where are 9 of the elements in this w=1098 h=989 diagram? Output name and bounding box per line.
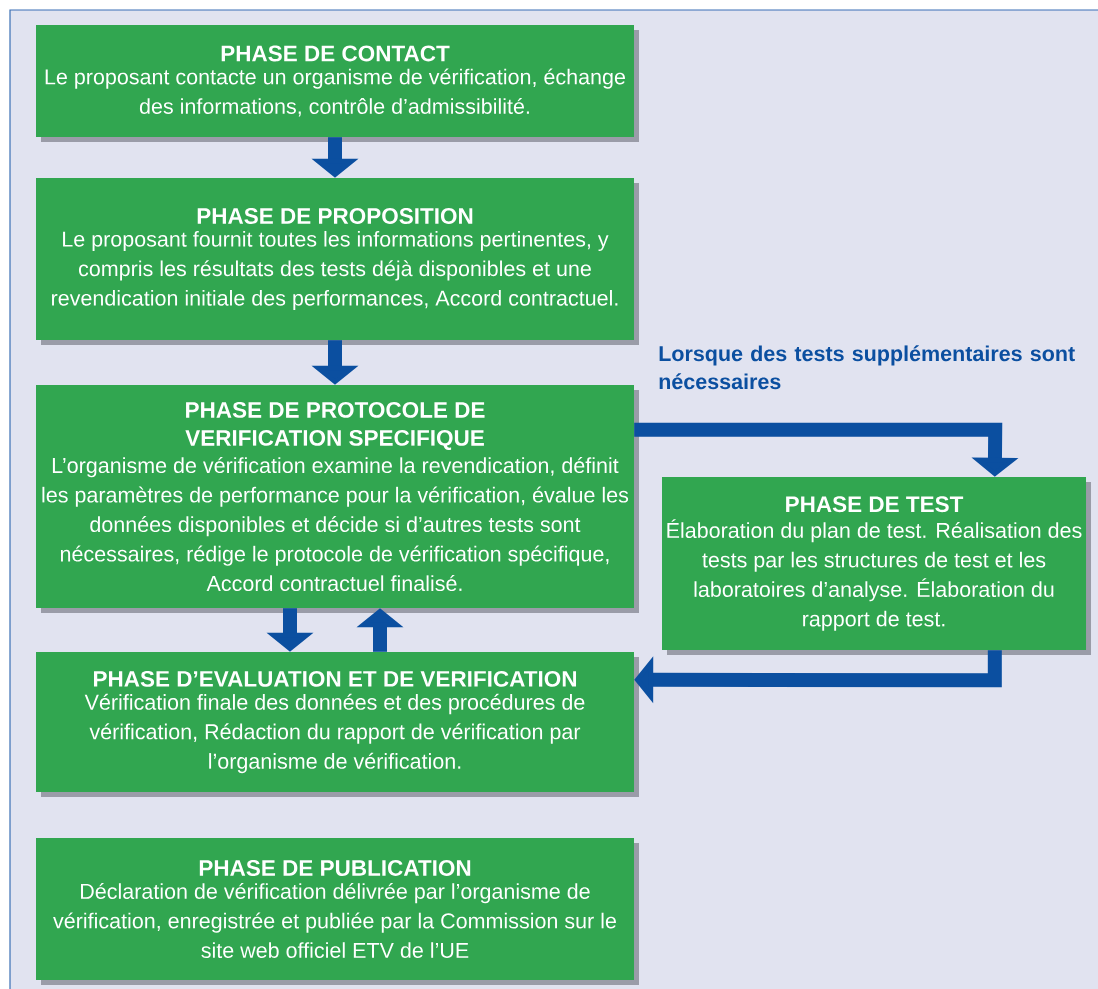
phase-box: PHASE D’EVALUATION ET DE VERIFICATION Vérification finale des données et des procédures de vérification, Rédaction du rapport de vérification par l’organisme de vérification.: [36, 652, 639, 797]
phase-box: PHASE DE PROTOCOLE DE VERIFICATION SPECIFIQUE L’organisme de vérification examine la revendication, définit les paramètres de performance pour la vérification, évalue les données disponibles et décide si d’autres tests sont nécessaires, rédige le protocole de vérification spécifique, Accord contractuel finalisé.: [36, 385, 639, 613]
phase-box: PHASE DE CONTACT Le proposant contacte un organisme de vérification, échange des informations, contrôle d’admissibilité.: [36, 25, 639, 142]
arrow: [634, 422, 1019, 477]
phase-box: PHASE DE TEST Élaboration du plan de test. Réalisation des tests par les structures de test et les laboratoires d’analyse. Élaboration du rapport de test.: [662, 477, 1091, 655]
edge-label: Lorsque des tests supplémentaires sont nécessaires: [659, 345, 1075, 390]
phase-box: PHASE DE PUBLICATION Déclaration de vérification délivrée par l’organisme de vérification, enregistrée et publiée par la Commission sur le site web officiel ETV de l’UE: [36, 838, 639, 985]
arrow: [634, 650, 1002, 704]
phase-box: PHASE DE PROPOSITION Le proposant fournit toutes les informations pertinentes, y compris les résultats des tests déjà disponibles et une revendication initiale des performances, Accord contractuel.: [36, 178, 639, 345]
